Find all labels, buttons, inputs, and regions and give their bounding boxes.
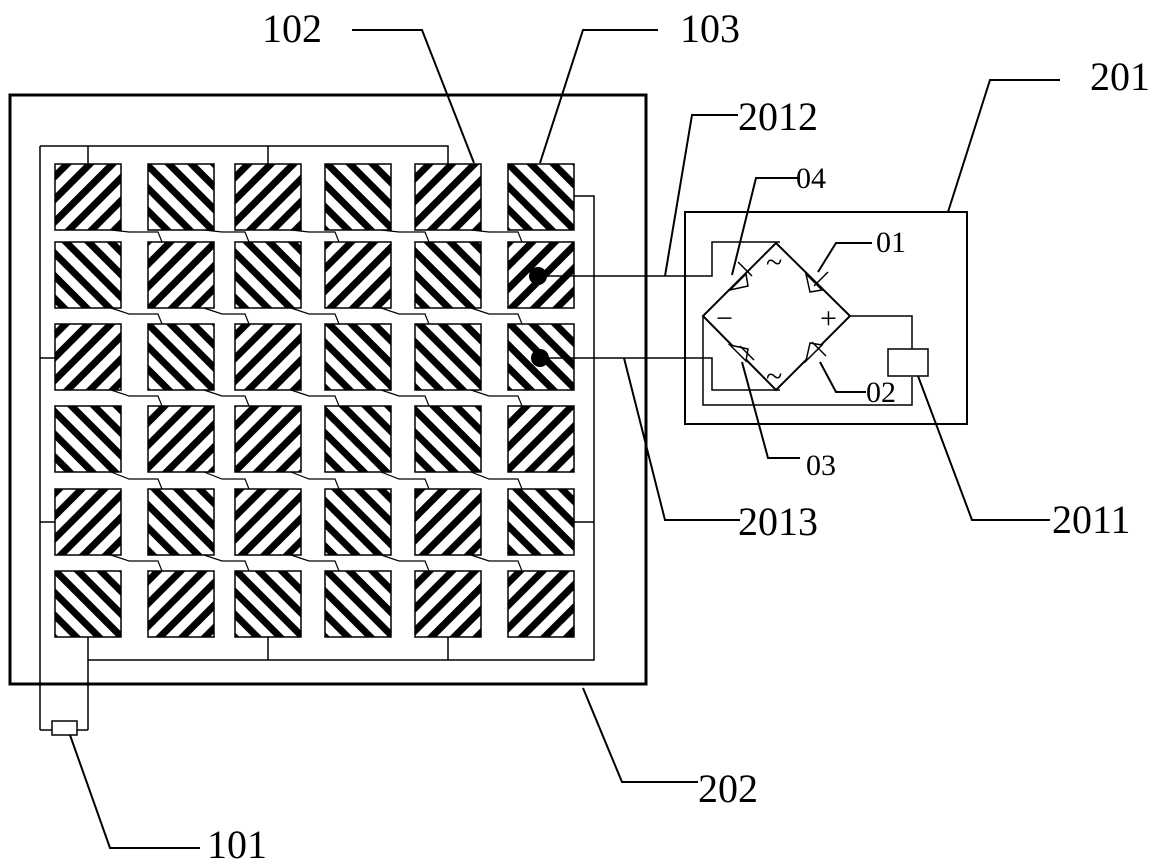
solar-cell — [234, 570, 302, 638]
cell-link — [470, 307, 523, 325]
solar-cell — [324, 241, 392, 309]
solar-cell — [54, 241, 122, 309]
cell-link — [290, 471, 340, 490]
cell-link — [380, 307, 430, 325]
solar-cell — [324, 163, 392, 231]
cell-link — [203, 554, 250, 572]
label-plus: + — [820, 302, 837, 335]
solar-cell — [147, 163, 215, 231]
solar-cell — [324, 488, 392, 556]
bridge-rectifier — [701, 241, 913, 406]
solar-cell — [507, 405, 575, 473]
label-2013: 2013 — [738, 499, 818, 544]
solar-cell — [507, 488, 575, 556]
diode-02 — [804, 342, 824, 364]
solar-cell — [234, 405, 302, 473]
cell-link — [203, 229, 250, 243]
solar-cell — [234, 488, 302, 556]
solar-cell — [234, 163, 302, 231]
solar-cell — [414, 323, 482, 391]
probe-wire-2012 — [538, 241, 780, 277]
solar-cell — [324, 323, 392, 391]
cell-link — [290, 554, 340, 572]
cell-link — [290, 389, 340, 407]
label-04: 04 — [796, 162, 826, 195]
meter-2011 — [887, 348, 929, 377]
label-03: 03 — [806, 449, 836, 482]
cell-link — [110, 389, 163, 407]
cell-link — [110, 307, 163, 325]
solar-cell — [234, 323, 302, 391]
label-103: 103 — [680, 6, 740, 51]
cell-link — [380, 389, 430, 407]
solar-cell — [54, 163, 122, 231]
solar-cell — [147, 488, 215, 556]
label-102: 102 — [262, 6, 322, 51]
label-2011: 2011 — [1052, 497, 1131, 542]
leader-lines — [69, 29, 1060, 849]
solar-cell — [147, 570, 215, 638]
solar-cell — [414, 488, 482, 556]
solar-cell — [147, 241, 215, 309]
solar-cell — [147, 323, 215, 391]
cell-link — [380, 471, 430, 490]
diode-01 — [804, 271, 824, 293]
cell-link — [470, 389, 523, 407]
label-202: 202 — [698, 766, 758, 811]
solar-cell — [507, 163, 575, 231]
cell-link — [470, 471, 523, 490]
cell-link — [203, 471, 250, 490]
panel-frame-202 — [8, 93, 648, 686]
detection-module-201 — [684, 211, 968, 425]
probe-wire-2013 — [540, 357, 780, 391]
solar-cell — [54, 405, 122, 473]
solar-cell — [324, 405, 392, 473]
solar-cell — [414, 241, 482, 309]
label-201: 201 — [1090, 54, 1150, 99]
solar-cell — [234, 241, 302, 309]
solar-cell — [414, 570, 482, 638]
label-2012: 2012 — [738, 94, 818, 139]
cell-interconnects — [110, 229, 523, 572]
cell-link — [110, 471, 163, 490]
solar-cell — [54, 488, 122, 556]
diode-04 — [727, 272, 749, 292]
solar-cell — [54, 323, 122, 391]
label-01: 01 — [876, 226, 906, 259]
solar-cell — [507, 570, 575, 638]
cell-link — [470, 229, 523, 243]
cell-link — [290, 307, 340, 325]
junction-box-101 — [51, 720, 78, 736]
label-02: 02 — [866, 376, 896, 409]
label-minus: − — [716, 302, 733, 335]
panel-wiring — [39, 145, 595, 731]
solar-cell-grid — [54, 163, 575, 638]
cell-link — [110, 554, 163, 572]
cell-link — [290, 229, 340, 243]
label-101: 101 — [207, 822, 267, 867]
cell-link — [470, 554, 523, 572]
diode-03 — [727, 343, 749, 363]
solar-cell — [54, 570, 122, 638]
cell-link — [203, 389, 250, 407]
label-tilde-bottom: ~ — [766, 360, 782, 393]
label-tilde-top: ~ — [766, 246, 782, 279]
solar-cell — [147, 405, 215, 473]
cell-link — [110, 229, 163, 243]
solar-cell — [324, 570, 392, 638]
cell-link — [380, 554, 430, 572]
solar-cell — [414, 405, 482, 473]
cell-link — [380, 229, 430, 243]
cell-link — [203, 307, 250, 325]
solar-cell — [414, 163, 482, 231]
